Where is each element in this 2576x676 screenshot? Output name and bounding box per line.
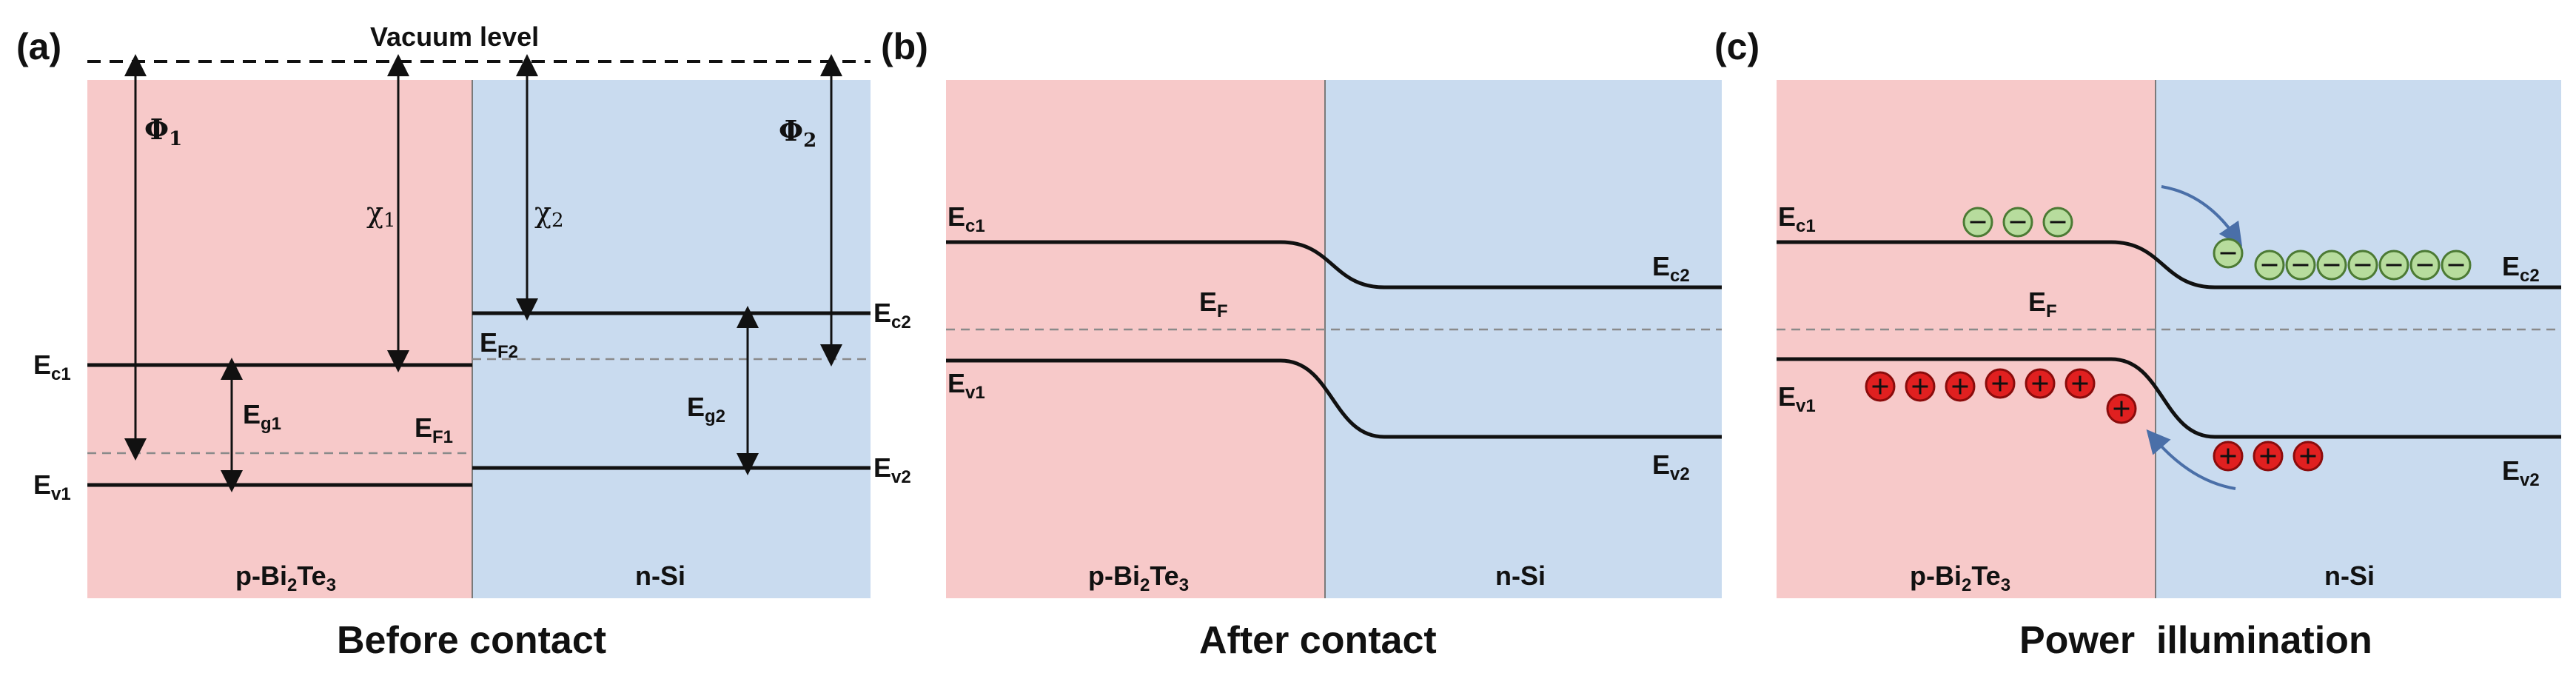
ec2-label-b: Ec2 [1652, 251, 1690, 286]
hole-flow-arrow [2146, 429, 2236, 490]
p-region-b [946, 80, 1325, 598]
panel-c-tag: (c) [1714, 26, 1760, 67]
ev1-label-c: Ev1 [1778, 381, 1816, 416]
ev2-label-a: Ev2 [873, 452, 911, 487]
panel-b: (b) Ec1 Ev1 EF Ec2 Ev2 p-Bi2Te3 n-Si Aft… [881, 26, 1722, 662]
ec2-label-a: Ec2 [873, 298, 911, 332]
caption-c: Power illumination [2019, 619, 2372, 662]
n-material-label-b: n-Si [1495, 560, 1546, 591]
p-material-label-c: p-Bi2Te3 [1910, 560, 2010, 595]
phi1-label: Φ1 [144, 113, 182, 150]
electron-icon [2378, 250, 2409, 281]
electron-icon [2002, 207, 2033, 238]
hole-icon [1865, 371, 1896, 402]
ev2-label-c: Ev2 [2502, 455, 2540, 490]
phi2-label: Φ2 [779, 114, 816, 152]
hole-icon [2025, 368, 2056, 399]
electron-icon [2316, 250, 2347, 281]
ec1-label-c: Ec1 [1778, 201, 1816, 236]
hole-icon [1985, 368, 2016, 399]
ev1-label-a: Ev1 [33, 469, 71, 504]
ef-label-b: EF [1199, 287, 1228, 321]
eg1-label: Eg1 [243, 399, 281, 434]
ec-band-c [1777, 240, 2561, 290]
electron-icon [2042, 207, 2073, 238]
ec1-label-a: Ec1 [33, 349, 71, 384]
electron-group [1962, 207, 2472, 281]
panel-a-tag: (a) [16, 26, 61, 67]
hole-icon [1905, 371, 1936, 402]
electron-icon [2254, 250, 2285, 281]
ev-band-b [946, 358, 1722, 439]
electron-icon [1962, 207, 1993, 238]
ev-band-c [1777, 357, 2561, 439]
p-material-label-b: p-Bi2Te3 [1088, 560, 1189, 595]
n-region-c [2156, 80, 2561, 598]
hole-group [1865, 368, 2324, 472]
ec2-label-c: Ec2 [2502, 251, 2540, 286]
eg2-label: Eg2 [687, 392, 725, 426]
hole-icon [1945, 371, 1976, 402]
electron-icon [2285, 250, 2316, 281]
ev1-label-b: Ev1 [947, 368, 985, 403]
chi1-label: χ1 [366, 196, 396, 232]
ec-band-b [946, 240, 1722, 290]
p-region-c [1777, 80, 2156, 598]
p-region-a [87, 80, 472, 598]
panel-a: (a) Vacuum level Φ1 χ1 χ2 Φ2 Ec1 Ev1 Eg1… [16, 21, 911, 662]
hole-icon [2292, 441, 2324, 472]
hole-icon [2065, 368, 2096, 399]
electron-flow-arrow [2161, 185, 2243, 247]
p-material-label-a: p-Bi2Te3 [235, 560, 336, 595]
ef1-label: EF1 [415, 412, 453, 447]
electron-icon [2409, 250, 2441, 281]
panel-b-tag: (b) [881, 26, 928, 67]
electron-icon [2213, 238, 2244, 269]
ev2-label-b: Ev2 [1652, 449, 1690, 484]
hole-icon [2253, 441, 2284, 472]
vacuum-level-label: Vacuum level [370, 21, 539, 52]
n-region-b [1325, 80, 1722, 598]
panel-c: (c) Ec1 Ev1 EF Ec2 Ev2 p-Bi2Te3 n-Si Pow… [1714, 26, 2561, 662]
caption-a: Before contact [337, 619, 606, 662]
n-material-label-a: n-Si [635, 560, 685, 591]
ef2-label: EF2 [480, 327, 518, 362]
electron-icon [2441, 250, 2472, 281]
chi2-label: χ2 [534, 196, 564, 232]
electron-icon [2347, 250, 2378, 281]
n-region-a [472, 80, 871, 598]
n-material-label-c: n-Si [2324, 560, 2375, 591]
hole-icon [2213, 441, 2244, 472]
ef-label-c: EF [2028, 287, 2057, 321]
hole-icon [2106, 393, 2137, 424]
caption-b: After contact [1199, 619, 1437, 662]
ec1-label-b: Ec1 [947, 201, 985, 236]
